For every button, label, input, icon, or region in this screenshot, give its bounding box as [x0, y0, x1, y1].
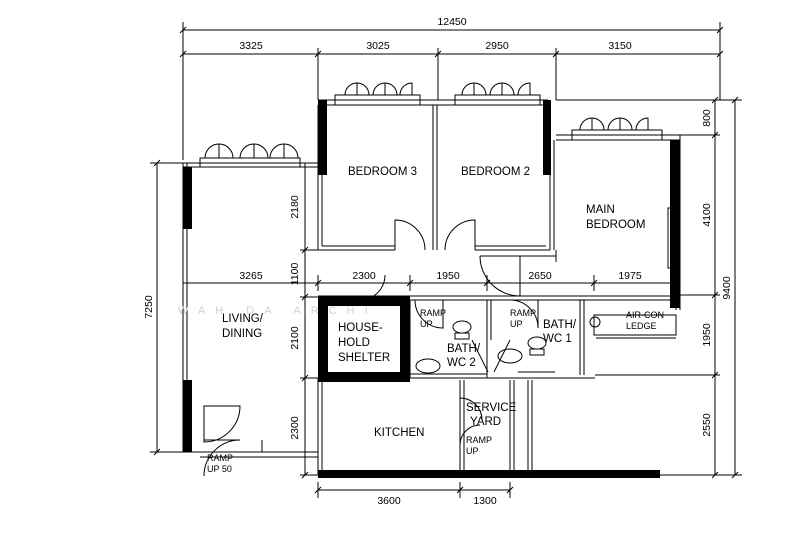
wc-2 [452, 320, 472, 334]
dim-left-2: 1100 [289, 263, 301, 286]
window-main-bedroom [571, 117, 663, 141]
label-shelter-3: SHELTER [338, 352, 390, 364]
door-bath2 [414, 299, 444, 329]
label-shelter-1: HOUSE- [338, 322, 383, 334]
dim-left-1: 2180 [289, 195, 301, 219]
label-bath2-1: BATH/ [447, 343, 481, 355]
door-gate [203, 439, 241, 477]
label-bedroom2: BEDROOM 2 [461, 166, 530, 178]
dim-right-1: 800 [701, 109, 713, 127]
label-bath1-1: BATH/ [543, 319, 577, 331]
door-bedroom2 [444, 219, 476, 251]
dim-right-2: 4100 [701, 203, 713, 227]
dim-mid-4: 2650 [528, 270, 552, 282]
label-bath1-2: WC 1 [543, 333, 572, 345]
dim-bottom-1: 3600 [377, 495, 401, 507]
dim-total-top: 12450 [437, 16, 466, 28]
label-ramp-yard-2: UP [466, 446, 479, 456]
label-bedroom3: BEDROOM 3 [348, 166, 417, 178]
label-living-2: DINING [222, 328, 262, 340]
label-ramp-bath1-1: RAMP [510, 308, 536, 318]
dim-mid-3: 1950 [436, 270, 460, 282]
label-yard-2: YARD [470, 416, 501, 428]
dim-mid-1: 3265 [239, 270, 263, 282]
label-ramp-50-1: RAMP [207, 453, 233, 463]
dim-left-3: 2100 [289, 326, 301, 350]
label-bath2-2: WC 2 [447, 357, 476, 369]
window-bedroom3 [334, 82, 421, 106]
basin-2 [415, 358, 441, 374]
label-living-1: LIVING/ [222, 313, 264, 325]
door-bath1 [509, 299, 539, 329]
door-bedroom3 [394, 219, 426, 251]
label-main-bedroom-2: BEDROOM [586, 219, 645, 231]
label-aircon-2: LEDGE [626, 321, 657, 331]
window-bedroom2 [454, 82, 541, 106]
label-aircon-1: AIR-CON [626, 310, 664, 320]
watermark: WAH DA ARCHI [178, 305, 378, 317]
dim-bottom-2: 1300 [473, 495, 497, 507]
label-yard-1: SERVICE [466, 402, 517, 414]
dim-right-4: 2550 [701, 413, 713, 437]
dim-mid-2: 2300 [352, 270, 376, 282]
dim-left-4: 2300 [289, 416, 301, 440]
dim-right-3: 1950 [701, 323, 713, 347]
basin-1 [497, 348, 523, 364]
dim-mid-5: 1975 [618, 270, 642, 282]
label-ramp-bath2-2: UP [420, 319, 433, 329]
label-shelter-2: HOLD [338, 337, 370, 349]
dim-top-3: 2950 [485, 40, 509, 52]
dim-top-2: 3025 [366, 40, 390, 52]
door-main [203, 405, 241, 443]
dim-left-total: 7250 [143, 295, 155, 319]
door-main-bedroom [479, 255, 521, 297]
label-main-bedroom-1: MAIN [586, 204, 615, 216]
solid-walls [183, 100, 680, 478]
label-ramp-bath1-2: UP [510, 319, 523, 329]
dim-top-4: 3150 [608, 40, 632, 52]
label-ramp-50-2: UP 50 [207, 464, 232, 474]
door-yard [459, 397, 483, 421]
label-ramp-bath2-1: RAMP [420, 308, 446, 318]
dim-right-total: 9400 [721, 276, 733, 300]
window-living [199, 143, 301, 168]
label-kitchen: KITCHEN [374, 427, 424, 439]
dim-top-1: 3325 [239, 40, 263, 52]
label-ramp-yard-1: RAMP [466, 435, 492, 445]
